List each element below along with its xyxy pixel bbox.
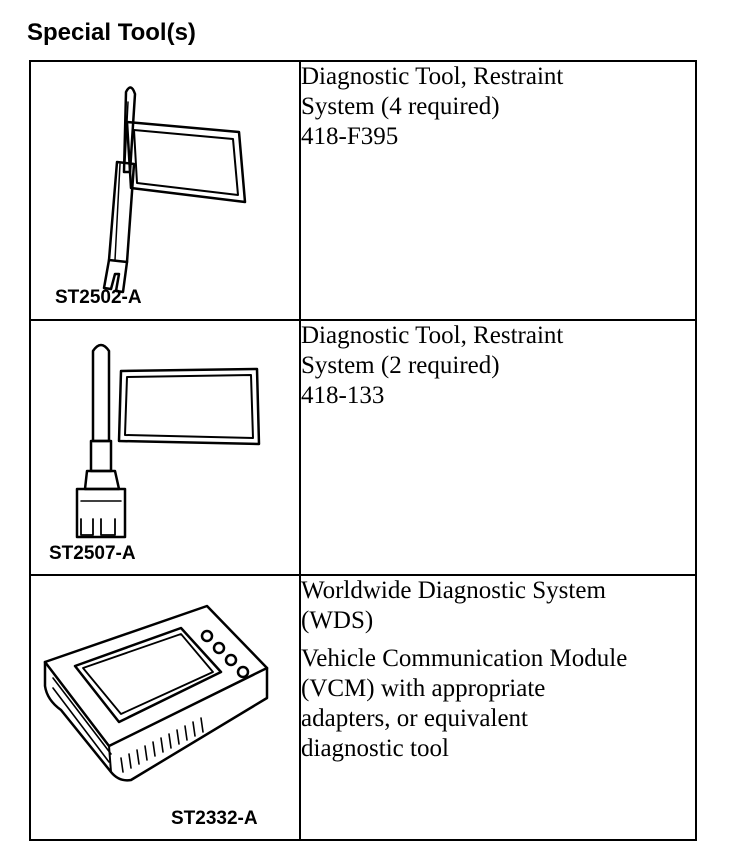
tool-description-line: (WDS) — [301, 607, 374, 634]
tool-illustration-cell: ST2332-A — [29, 574, 301, 841]
tool-illustration-cell: ST2502-A — [29, 60, 301, 321]
tool-description-line: (VCM) with appropriate — [301, 675, 546, 702]
diagnostic-system-handheld-icon — [43, 604, 269, 782]
tool-code-label: ST2502-A — [55, 287, 142, 308]
table-row: ST2502-A Diagnostic Tool, Restraint Syst… — [29, 60, 697, 321]
tool-illustration-cell: ST2507-A — [29, 319, 301, 576]
tool-part-number: 418-133 — [301, 382, 385, 409]
tool-description-line: adapters, or equivalent — [301, 705, 528, 732]
tool-description-line: diagnostic tool — [301, 735, 449, 762]
tool-part-number: 418-F395 — [301, 123, 399, 150]
tool-description-cell: Diagnostic Tool, Restraint System (4 req… — [299, 60, 697, 321]
tool-description-cell: Diagnostic Tool, Restraint System (2 req… — [299, 319, 697, 576]
tool-description-line: Worldwide Diagnostic System — [301, 577, 606, 604]
paragraph-gap — [301, 636, 695, 644]
tool-code-label: ST2507-A — [49, 543, 136, 564]
tool-description-cell: Worldwide Diagnostic System (WDS) Vehicl… — [299, 574, 697, 841]
table-row: ST2507-A Diagnostic Tool, Restraint Syst… — [29, 319, 697, 576]
tool-description-line: Diagnostic Tool, Restraint — [301, 322, 564, 349]
special-tools-table: ST2502-A Diagnostic Tool, Restraint Syst… — [29, 60, 697, 841]
table-row: ST2332-A Worldwide Diagnostic System (WD… — [29, 574, 697, 841]
restraint-diagnostic-tool-icon — [102, 86, 247, 294]
page-title: Special Tool(s) — [27, 19, 196, 46]
tool-code-label: ST2332-A — [171, 808, 258, 829]
tool-description-line: System (4 required) — [301, 93, 500, 120]
tool-description-line: Diagnostic Tool, Restraint — [301, 63, 564, 90]
restraint-diagnostic-tool-connector-icon — [75, 343, 261, 539]
tool-description-line: System (2 required) — [301, 352, 500, 379]
tool-description-line: Vehicle Communication Module — [301, 645, 628, 672]
